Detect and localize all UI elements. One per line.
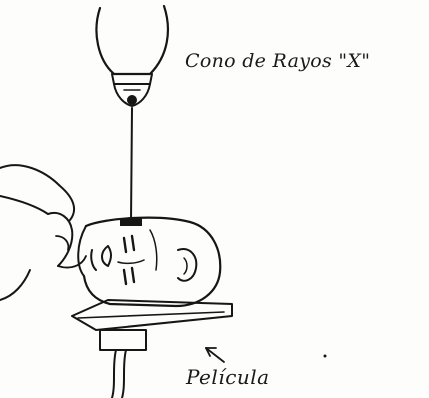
patient-head: [78, 218, 220, 306]
patient-arm: [0, 165, 74, 300]
xray-beam: [131, 108, 132, 222]
xray-cone: [96, 6, 167, 106]
film-label: Película: [186, 365, 270, 389]
speck-mark: [324, 355, 327, 358]
film-arrow: [206, 348, 224, 362]
film-stand: [100, 330, 146, 398]
cone-label: Cono de Rayos "X": [185, 50, 370, 72]
